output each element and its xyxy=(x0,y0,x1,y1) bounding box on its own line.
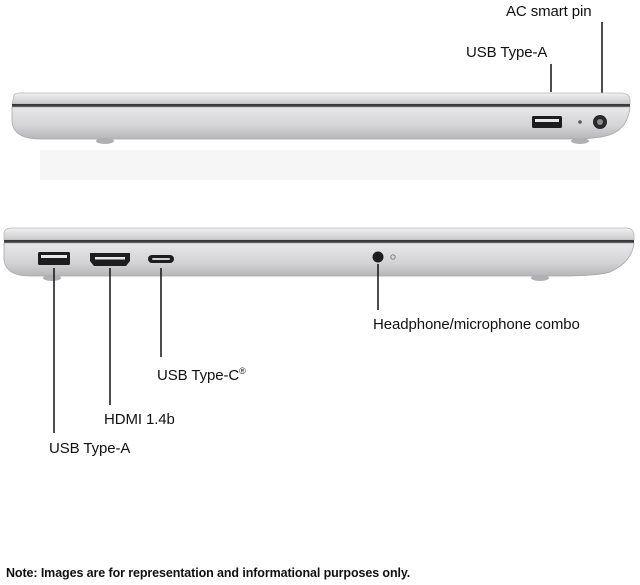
lid xyxy=(11,92,631,105)
usb-type-a-port xyxy=(38,252,70,265)
base xyxy=(11,106,631,140)
label-headphone-microphone-combo: Headphone/microphone combo xyxy=(373,316,580,333)
usb-type-a-tongue xyxy=(41,255,67,258)
label-ac-smart-pin: AC smart pin xyxy=(506,3,592,20)
foot xyxy=(571,138,589,144)
registered-mark: ® xyxy=(239,366,246,376)
usb-type-a-tongue xyxy=(535,119,559,122)
foot xyxy=(43,275,61,281)
charge-led-icon xyxy=(578,120,582,124)
hinge-gap xyxy=(12,104,630,107)
headphone-jack-port xyxy=(372,251,384,263)
label-hdmi: HDMI 1.4b xyxy=(104,411,175,428)
hinge-gap xyxy=(4,240,634,243)
laptop-left-side-view xyxy=(3,227,635,433)
foot xyxy=(531,275,549,281)
disclaimer-note: Note: Images are for representation and … xyxy=(6,566,411,580)
hdmi-tongue xyxy=(95,257,125,260)
laptop-right-side-view xyxy=(11,22,631,180)
headphone-icon xyxy=(390,254,396,260)
base xyxy=(3,242,635,277)
surface-reflection xyxy=(40,150,600,180)
foot xyxy=(96,138,114,144)
label-usb-type-c-text: USB Type-C xyxy=(157,367,240,384)
usb-type-c-tongue xyxy=(152,258,170,260)
label-usb-type-a-right: USB Type-A xyxy=(466,44,548,61)
label-usb-type-c: USB Type-C® xyxy=(157,362,246,385)
ac-smart-pin-center xyxy=(597,119,603,125)
label-usb-type-a-left: USB Type-A xyxy=(49,440,131,457)
lid xyxy=(3,227,635,241)
